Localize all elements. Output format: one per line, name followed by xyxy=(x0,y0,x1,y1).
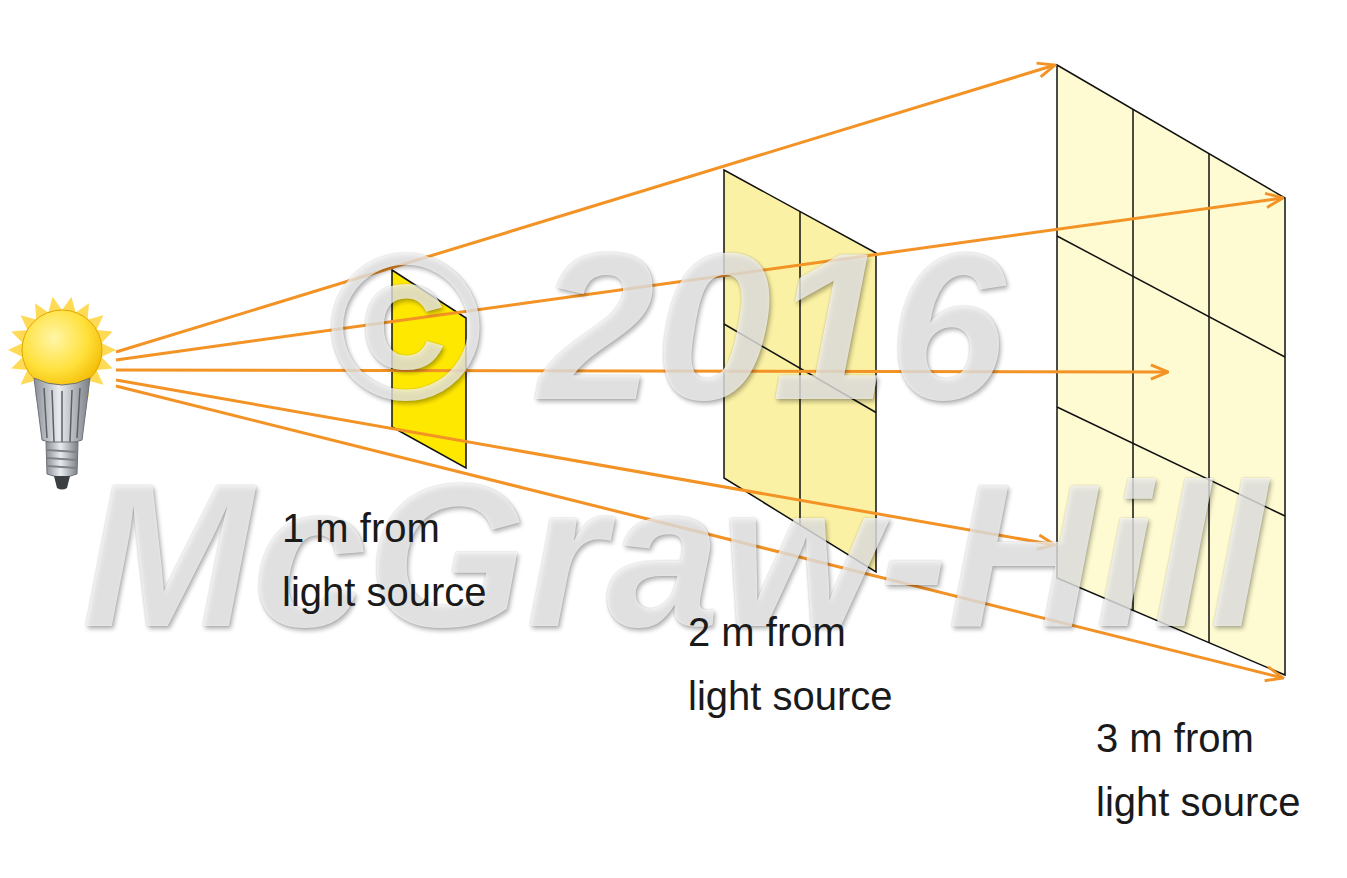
distance-label: 3 m from light source xyxy=(1096,706,1318,834)
watermark: McGraw-Hill xyxy=(82,452,1267,657)
distance-label: 1 m from light source xyxy=(282,496,504,624)
watermark: © 2016 xyxy=(325,222,1005,432)
distance-label: 2 m from light source xyxy=(688,600,910,728)
